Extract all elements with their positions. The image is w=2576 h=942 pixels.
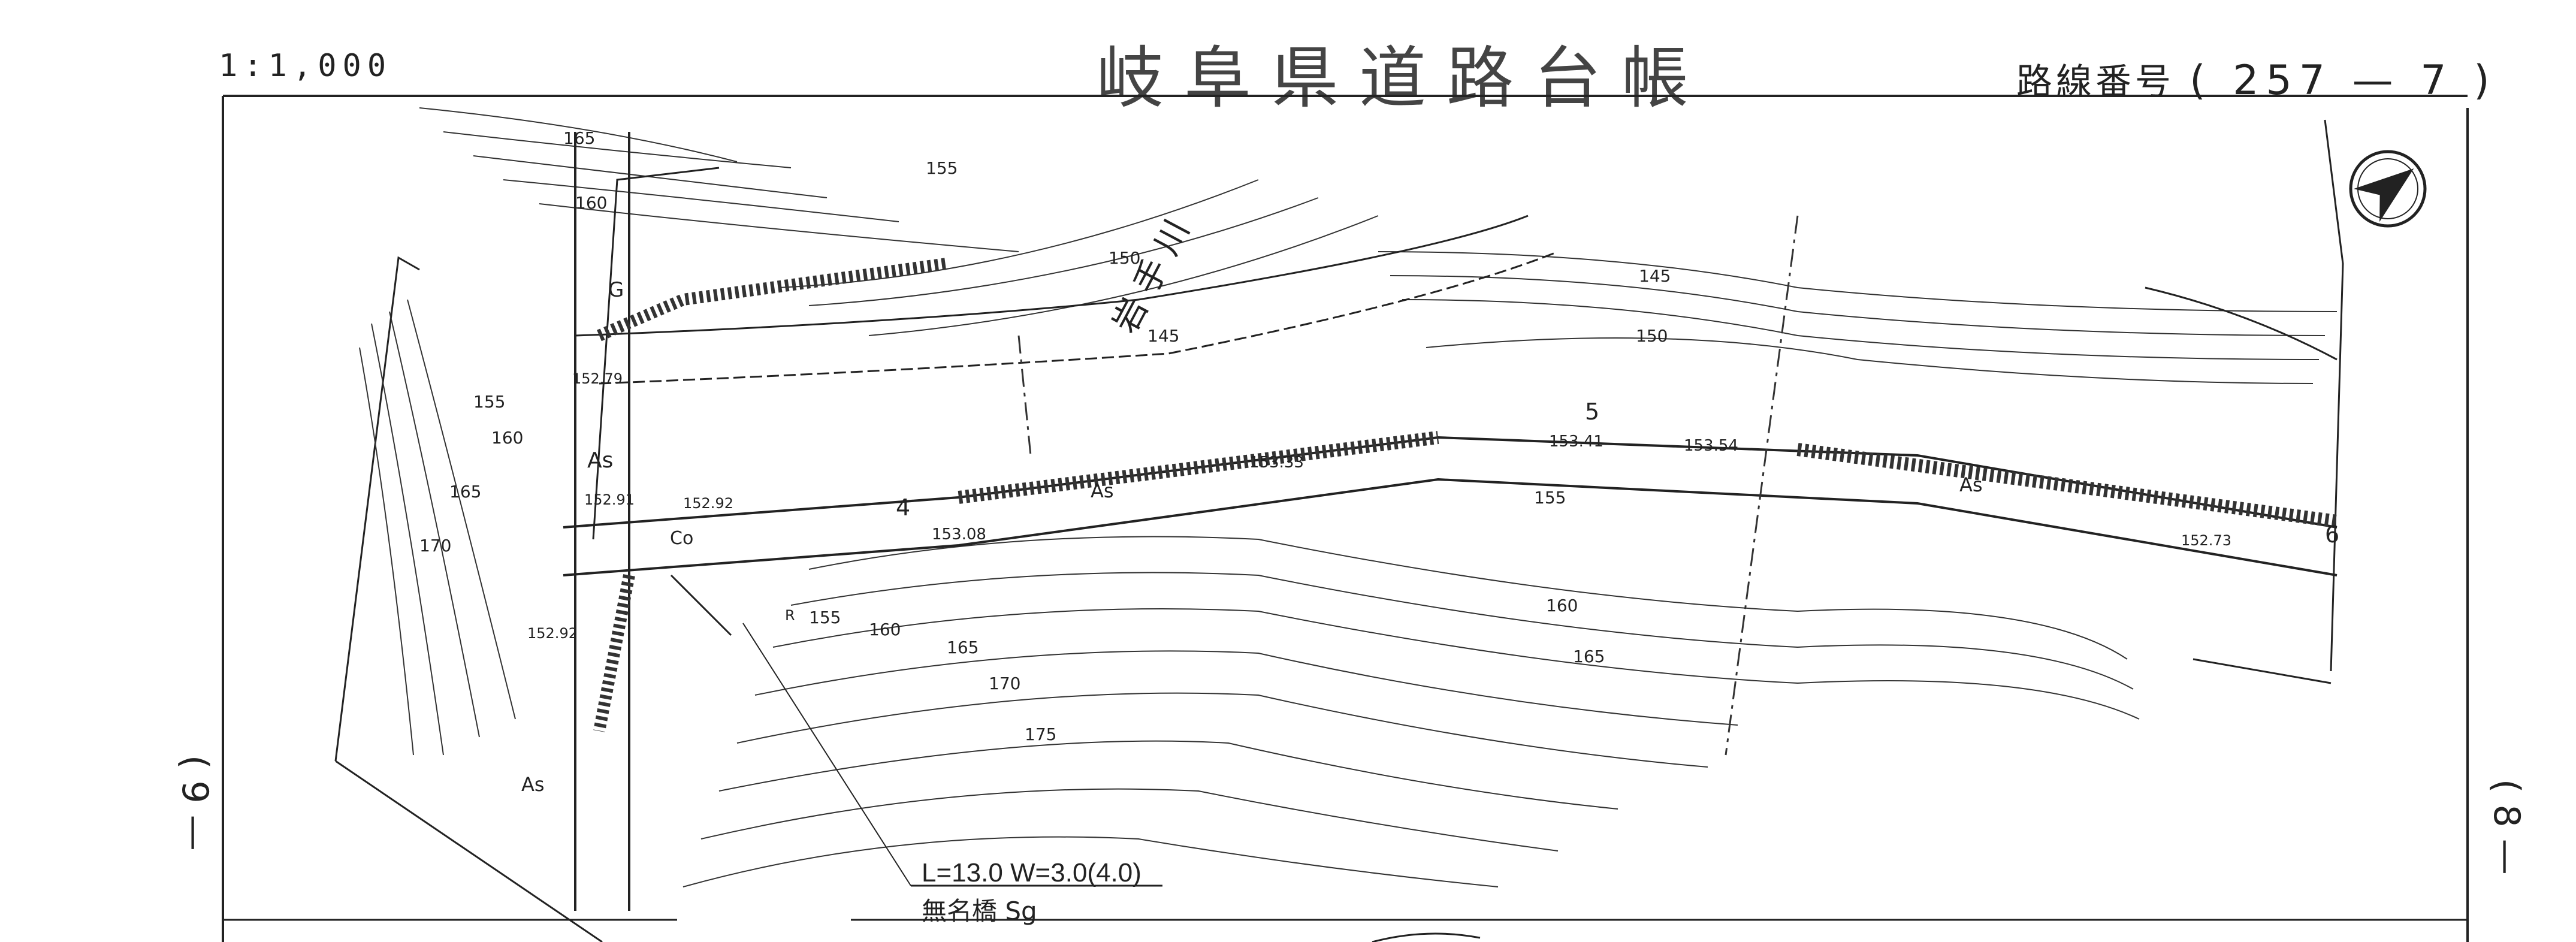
elevation-label: 153.08 [932,526,986,544]
station-number: 5 [1585,398,1599,425]
page-number-right: ( 8 — [2486,779,2527,875]
contour-label: 150 [1109,248,1140,268]
surface-label: As [521,773,545,796]
contour-label: 145 [1639,266,1671,286]
contour-label: 165 [947,638,979,657]
contour-label: 150 [1636,326,1668,346]
contour-label: 160 [1546,596,1578,615]
bridge-name: 無名橋 Sg [922,896,1037,926]
map-frame [222,95,2469,942]
misc-label: Co [670,528,693,549]
contour-label: 165 [563,128,595,148]
surface-label: As [1091,479,1114,502]
page-title: 岐阜県道路台帳 [1097,40,1709,117]
contour-label: 155 [473,392,505,412]
contour-label: 160 [491,428,523,448]
station-number: 6 [2325,521,2339,548]
contour-label: 175 [1025,724,1056,744]
bridge-leader [742,623,911,886]
elevation-label: 152.73 [2181,532,2231,549]
contour-label: 145 [1147,326,1179,346]
river-name: 岩 手 川 [1106,213,1197,339]
contour-label: 155 [809,608,841,627]
map-scale: 1:1,000 [219,48,392,84]
contour-label: 170 [989,674,1020,693]
contour-lines [359,107,2338,887]
north-arrow-icon [2349,150,2427,228]
elevation-label: 152.92 [683,495,733,512]
elevation-label: 152.91 [584,491,635,508]
contour-label: 160 [575,193,607,213]
surface-label: As [587,448,613,473]
station-number: 4 [896,494,910,521]
bridge-dimensions: L=13.0 W=3.0(4.0) [922,858,1141,887]
page-number-left: ( 9 — [174,755,216,851]
contour-label: 170 [419,536,451,555]
road-labels: As As As As 4 5 6 152.79 152.92 152.91 1… [521,278,2339,796]
elevation-label: 152.92 [527,625,578,642]
river [575,215,2338,385]
contour-label: 155 [1534,488,1566,508]
contour-label: 160 [869,620,901,639]
contour-label: 155 [926,158,958,178]
contour-label: 165 [449,482,481,502]
misc-label: G [608,278,624,302]
main-road [563,132,2338,911]
misc-label: R [785,607,795,624]
elevation-label: 153.33 [1249,454,1304,472]
contour-labels: 165 160 155 150 145 150 145 155 160 165 … [419,128,1671,744]
elevation-label: 153.41 [1549,433,1603,451]
elevation-label: 153.54 [1684,437,1738,455]
contour-label: 165 [1573,647,1605,666]
plot-boundary [334,119,2344,942]
elevation-label: 152.79 [572,370,623,387]
surface-label: As [1959,473,1983,496]
centre-lines [1017,215,1799,756]
